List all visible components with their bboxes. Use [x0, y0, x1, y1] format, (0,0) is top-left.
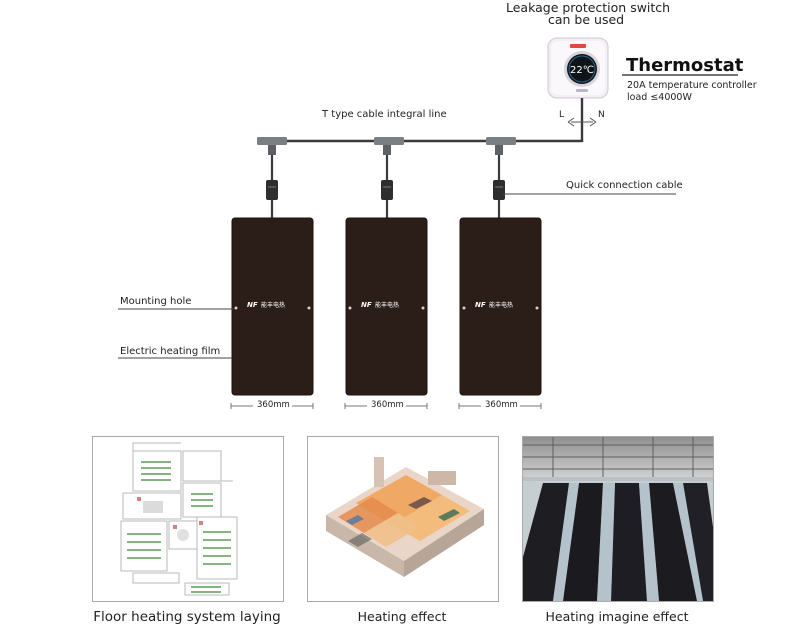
- heating-film-3: NF 能丰电热: [459, 217, 542, 396]
- film-width-1: 360mm: [257, 400, 290, 410]
- leakage-label-line2: can be used: [548, 12, 625, 27]
- film-width-2: 360mm: [371, 400, 404, 410]
- heating-imagine-panel: [522, 436, 714, 602]
- caption-heating-effect: Heating effect: [357, 609, 447, 624]
- caption-floor-heating: Floor heating system laying: [93, 609, 281, 625]
- floor-plan-image: [93, 437, 283, 601]
- film-brand-2: 能丰电热: [375, 301, 399, 309]
- film-logo-1: NF: [247, 301, 258, 309]
- drop-cable-3: [493, 145, 505, 218]
- heating-effect-image: [308, 437, 498, 601]
- neutral-label: N: [598, 110, 605, 120]
- film-width-3: 360mm: [485, 400, 518, 410]
- heating-film-1: NF 能丰电热: [231, 217, 314, 396]
- t-connector-2: [374, 137, 404, 145]
- t-connector-3: [486, 137, 516, 145]
- film-brand-1: 能丰电热: [261, 301, 285, 309]
- drop-cable-1: [266, 145, 278, 218]
- thermostat-spec-1: 20A temperature controller: [627, 80, 757, 91]
- heating-film-2: NF 能丰电热: [345, 217, 428, 396]
- thermostat: 22℃: [547, 37, 609, 99]
- quick-cable-label: Quick connection cable: [566, 180, 683, 191]
- film-brand-3: 能丰电热: [489, 301, 513, 309]
- t-connector-1: [257, 137, 287, 145]
- thermostat-screen: [567, 54, 597, 84]
- film-logo-2: NF: [361, 301, 372, 309]
- mounting-hole-label: Mounting hole: [120, 296, 192, 307]
- film-logo-3: NF: [475, 301, 486, 309]
- heating-effect-panel: [307, 436, 499, 602]
- t-cable-label: T type cable integral line: [322, 109, 447, 120]
- leakage-label-line1: Leakage protection switch: [506, 0, 671, 15]
- thermostat-display-text: 22℃: [570, 65, 594, 76]
- heating-film-label: Electric heating film: [120, 346, 221, 357]
- dimension-lines: [230, 403, 542, 409]
- live-label: L: [559, 110, 565, 120]
- drop-cable-2: [381, 145, 393, 218]
- floor-plan-panel: [92, 436, 284, 602]
- caption-heating-imagine: Heating imagine effect: [545, 609, 689, 624]
- thermostat-title: Thermostat: [626, 55, 744, 76]
- thermostat-led: [570, 44, 586, 48]
- heating-imagine-image: [523, 437, 713, 601]
- thermostat-spec-2: load ≤4000W: [627, 92, 692, 103]
